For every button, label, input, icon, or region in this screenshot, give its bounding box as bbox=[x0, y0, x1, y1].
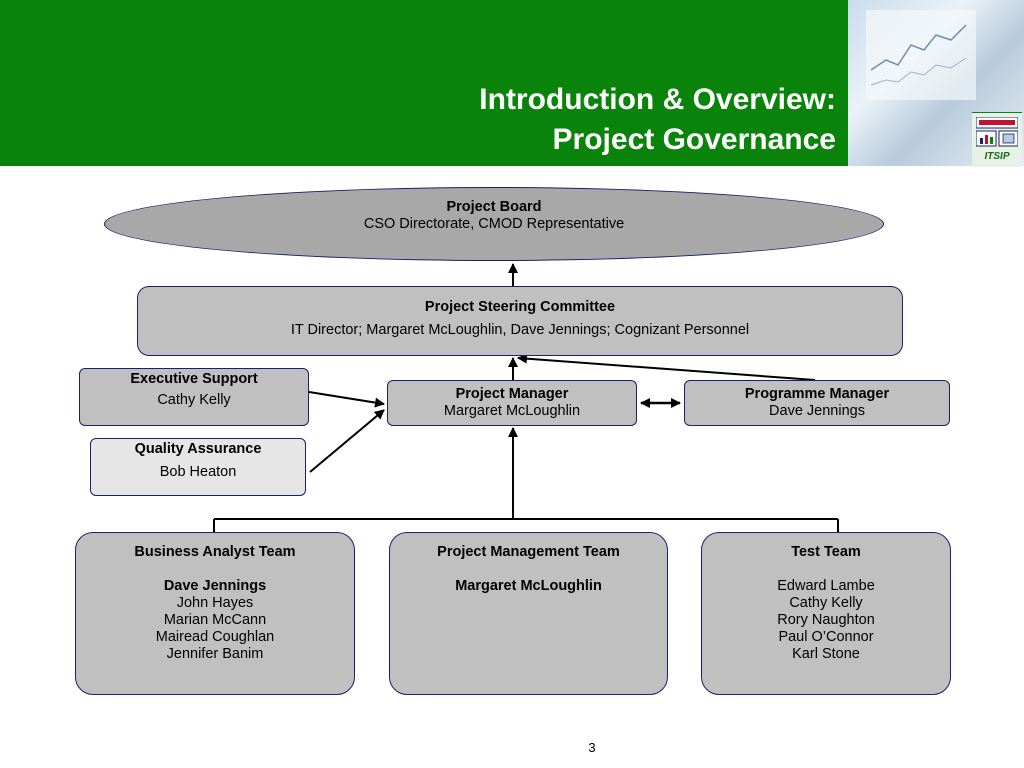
exec-name: Cathy Kelly bbox=[157, 392, 231, 408]
slide-title-line2: Project Governance bbox=[552, 123, 836, 156]
team-member: Rory Naughton bbox=[777, 612, 875, 628]
arrow-exec-to-pm bbox=[308, 391, 385, 408]
team-member: John Hayes bbox=[176, 595, 254, 611]
team-member: Jennifer Banim bbox=[166, 646, 264, 662]
steering-committee-node: Project Steering Committee IT Director; … bbox=[137, 286, 903, 356]
slide-title-line1: Introduction & Overview: bbox=[479, 83, 836, 116]
team-member: Edward Lambe bbox=[777, 578, 875, 594]
exec-title: Executive Support bbox=[130, 371, 258, 387]
logo-icon bbox=[976, 117, 1018, 147]
project-management-team-node: Project Management Team Margaret McLough… bbox=[389, 532, 668, 695]
slide-header-band: Introduction & Overview: Project Governa… bbox=[0, 0, 848, 166]
steering-subtitle: IT Director; Margaret McLoughlin, Dave J… bbox=[290, 322, 750, 338]
programme-manager-node: Programme Manager Dave Jennings bbox=[684, 380, 950, 426]
team-member: Mairead Coughlan bbox=[155, 629, 275, 645]
project-manager-node: Project Manager Margaret McLoughlin bbox=[387, 380, 637, 426]
programme-title: Programme Manager bbox=[744, 386, 890, 402]
chart-paper-image bbox=[866, 10, 976, 100]
qa-name: Bob Heaton bbox=[159, 464, 237, 480]
quality-assurance-node: Quality Assurance Bob Heaton bbox=[90, 438, 306, 496]
team-title: Project Management Team bbox=[437, 544, 620, 560]
team-member: Paul O’Connor bbox=[778, 629, 874, 645]
team-title: Business Analyst Team bbox=[134, 544, 296, 560]
test-team-node: Test Team Edward Lambe Cathy Kelly Rory … bbox=[701, 532, 951, 695]
page-number: 3 bbox=[588, 740, 596, 755]
pm-title: Project Manager bbox=[455, 386, 569, 402]
executive-support-node: Executive Support Cathy Kelly bbox=[79, 368, 309, 426]
board-subtitle: CSO Directorate, CMOD Representative bbox=[363, 216, 625, 232]
pm-name: Margaret McLoughlin bbox=[443, 403, 581, 419]
qa-title: Quality Assurance bbox=[134, 441, 262, 457]
steering-title: Project Steering Committee bbox=[424, 299, 616, 315]
itsip-logo: ITSIP bbox=[972, 112, 1022, 167]
team-member: Cathy Kelly bbox=[789, 595, 863, 611]
slide-title: Introduction & Overview: Project Governa… bbox=[479, 80, 836, 160]
arrow-programme-to-steering bbox=[517, 353, 816, 381]
arrow-qa-to-pm bbox=[309, 409, 385, 473]
logo-text: ITSIP bbox=[984, 151, 1010, 162]
team-member: Marian McCann bbox=[163, 612, 267, 628]
team-lead: Dave Jennings bbox=[163, 578, 267, 594]
project-board-node: Project Board CSO Directorate, CMOD Repr… bbox=[104, 187, 884, 261]
team-lead: Margaret McLoughlin bbox=[455, 578, 602, 594]
business-analyst-team-node: Business Analyst Team Dave Jennings John… bbox=[75, 532, 355, 695]
programme-name: Dave Jennings bbox=[769, 403, 865, 419]
team-title: Test Team bbox=[791, 544, 861, 560]
board-title: Project Board bbox=[446, 199, 542, 215]
team-member: Karl Stone bbox=[792, 646, 860, 662]
